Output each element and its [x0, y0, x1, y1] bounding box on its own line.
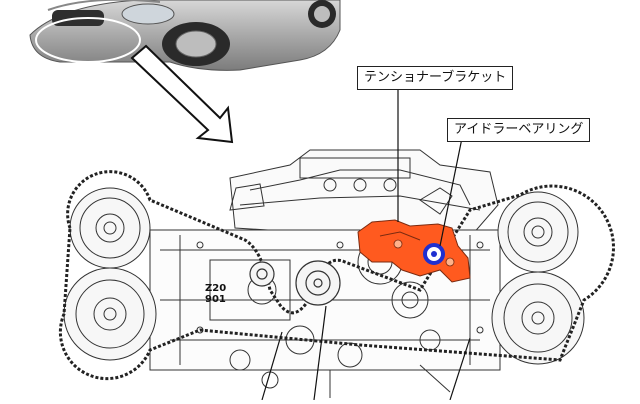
idler-leader-line — [439, 137, 463, 247]
leader-lines — [261, 86, 471, 401]
callout-tensioner-bracket: テンショナーブラケット — [357, 66, 514, 90]
engine-code-line2: 901 — [205, 294, 226, 305]
left-pulleys — [63, 187, 157, 361]
engine-code-line1: Z20 — [205, 283, 227, 294]
car-photo — [29, 0, 341, 71]
pointer-arrow — [130, 44, 234, 144]
idler-bearing-highlight — [423, 243, 445, 265]
engine-drawing — [149, 149, 501, 398]
callout-idler-bearing: アイドラーベアリング — [447, 118, 591, 142]
center-pulleys — [249, 260, 341, 306]
right-pulleys — [491, 191, 585, 365]
